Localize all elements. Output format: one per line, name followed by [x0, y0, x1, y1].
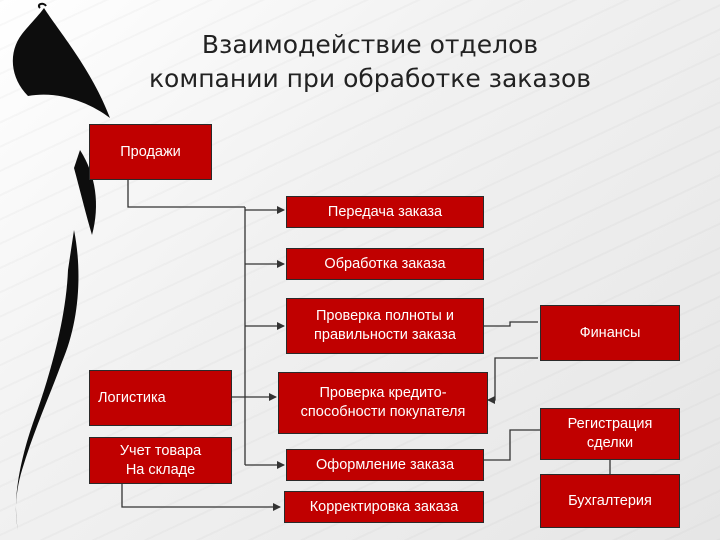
sales-label: Продажи — [120, 143, 181, 160]
sales-box: Продажи — [89, 124, 212, 180]
deal-registration-line-2: сделки — [586, 435, 634, 451]
order-transfer-label: Передача заказа — [327, 203, 443, 220]
order-processing-box: Обработка заказа — [286, 248, 484, 280]
completeness-check-line-1: Проверка полноты и — [316, 308, 454, 324]
credit-check-box: Проверка кредито- способности покупателя — [278, 372, 488, 434]
title-line-1: Взаимодействие отделов — [201, 30, 539, 59]
deal-registration-box: Регистрация сделки — [540, 408, 680, 460]
accounting-label: Бухгалтерия — [568, 492, 652, 509]
finance-box: Финансы — [540, 305, 680, 361]
order-processing-label: Обработка заказа — [324, 255, 446, 272]
completeness-check-box: Проверка полноты и правильности заказа — [286, 298, 484, 354]
credit-check-line-2: способности покупателя — [300, 404, 466, 420]
deal-registration-line-1: Регистрация — [567, 416, 653, 432]
finance-label: Финансы — [579, 324, 641, 341]
credit-check-line-1: Проверка кредито- — [319, 385, 447, 401]
order-correction-box: Корректировка заказа — [284, 491, 484, 523]
completeness-check-line-2: правильности заказа — [314, 327, 456, 343]
title-line-2: компании при обработке заказов — [148, 64, 592, 93]
inventory-line-1: Учет товара — [119, 442, 202, 459]
inventory-box: Учет товара На складе — [89, 437, 232, 484]
order-formalization-box: Оформление заказа — [286, 449, 484, 481]
order-transfer-box: Передача заказа — [286, 196, 484, 228]
accounting-box: Бухгалтерия — [540, 474, 680, 528]
decorative-ribbon — [12, 2, 110, 530]
order-correction-label: Корректировка заказа — [309, 498, 459, 515]
inventory-line-2: На складе — [125, 461, 196, 478]
logistics-label: Логистика — [98, 389, 166, 406]
slide-title: Взаимодействие отделов компании при обра… — [100, 28, 640, 96]
order-formalization-label: Оформление заказа — [315, 456, 455, 473]
logistics-box: Логистика — [89, 370, 232, 426]
